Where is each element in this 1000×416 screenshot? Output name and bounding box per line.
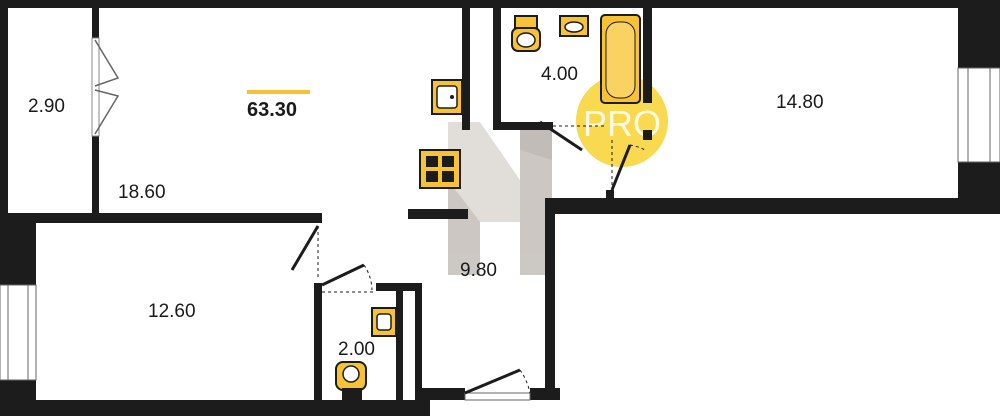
room-area-bedroom-right: 14.80 (776, 92, 824, 113)
room-area-wc: 2.00 (338, 339, 375, 360)
bath-sink (559, 15, 589, 37)
kitchen-sink (431, 79, 463, 115)
window-bottom (464, 392, 531, 401)
room-area-living: 18.60 (118, 182, 166, 203)
bath-door (539, 120, 606, 152)
wc-sink (371, 307, 397, 337)
bedroom-right-door (610, 140, 646, 191)
room-area-balcony: 2.90 (28, 96, 65, 117)
bedroom-left-door (290, 223, 322, 281)
window-right (957, 67, 1000, 163)
bathtub (600, 14, 641, 104)
total-area-label: 63.30 (247, 99, 297, 121)
bath-toilet (511, 15, 541, 52)
total-area-accent-bar (247, 90, 310, 94)
wc-door (321, 263, 376, 293)
logo-watermark (448, 122, 552, 275)
room-area-bedroom-left: 12.60 (148, 301, 196, 322)
kitchen-stove (419, 149, 461, 189)
room-area-bathroom: 4.00 (541, 64, 578, 85)
window-left (0, 284, 37, 381)
wc-toilet (335, 361, 367, 400)
entrance-door (464, 368, 531, 395)
room-area-hall: 9.80 (460, 260, 497, 281)
balcony-door (91, 37, 120, 137)
